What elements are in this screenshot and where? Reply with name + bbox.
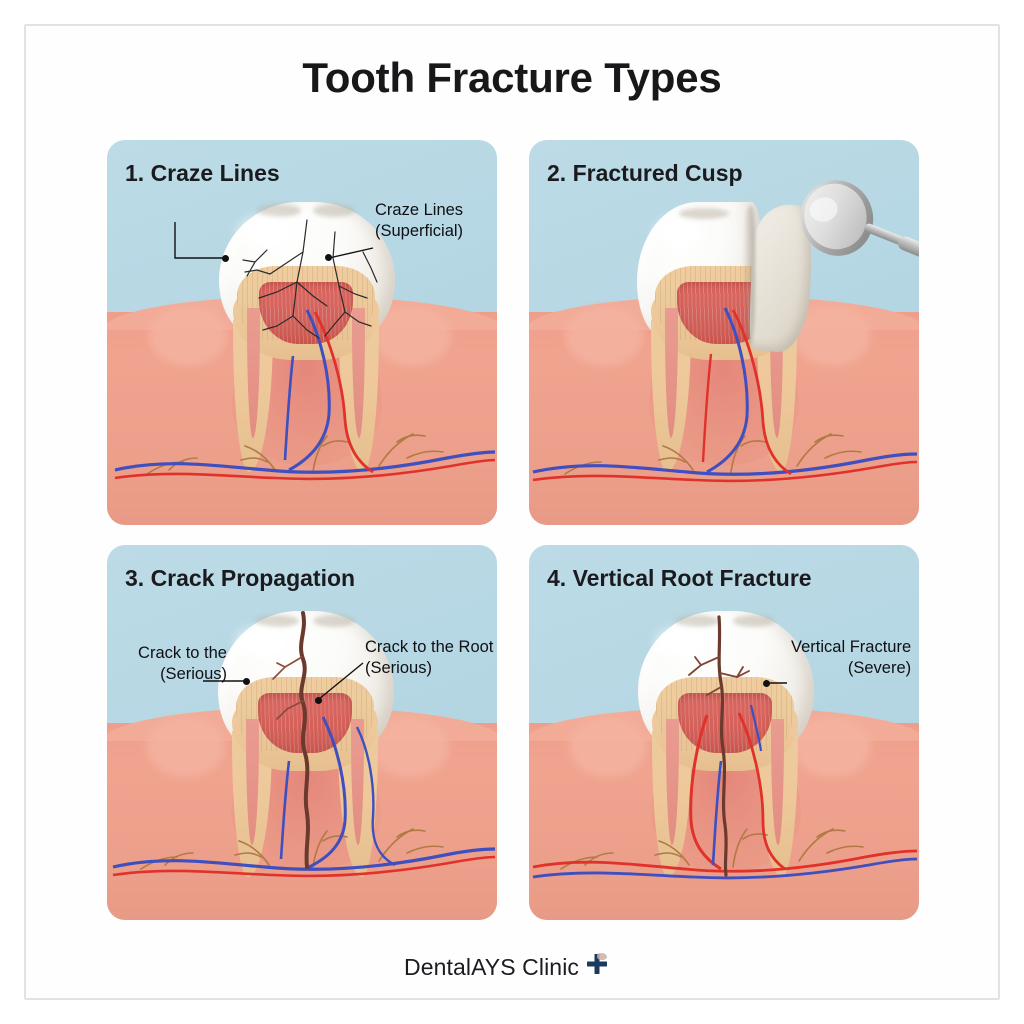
nerve-branches-2 xyxy=(564,433,862,475)
root-canal-right-3 xyxy=(351,719,364,845)
cusp-groove-2 xyxy=(679,208,729,219)
callout-line-1: Craze Lines xyxy=(375,201,464,219)
callout-anchor-4 xyxy=(763,680,770,687)
callout-left-line-2: (Serious) xyxy=(160,664,227,683)
gum-highlight-right-4 xyxy=(793,717,871,777)
pulp-chamber-1 xyxy=(259,282,353,344)
cusp-groove-2-1 xyxy=(313,204,355,217)
callout-leaders-3 xyxy=(203,662,364,700)
callout-crack-right: Crack to the Root (Serious) xyxy=(365,637,493,678)
blood-vessels-4 xyxy=(532,704,918,880)
gum-highlight-left-2 xyxy=(565,306,643,366)
root-canal-left-4 xyxy=(666,719,679,845)
callout-left-line-1: Crack to the xyxy=(138,644,227,662)
panel-title-3: 3. Crack Propagation xyxy=(125,565,356,591)
root-canal-right-1 xyxy=(352,308,365,438)
panel-title-2: 2. Fractured Cusp xyxy=(547,160,743,186)
root-canal-left-3 xyxy=(246,719,259,845)
callout-anchor-right-3 xyxy=(315,697,322,704)
cusp-groove-1 xyxy=(257,204,301,217)
panel-vertical-root-fracture[interactable]: 4. Vertical Root Fracture xyxy=(529,545,919,920)
root-canal-left-2 xyxy=(665,308,678,438)
callout-leader-right-1 xyxy=(174,222,374,259)
panel-crack-propagation[interactable]: 3. Crack Propagation xyxy=(107,545,497,920)
enamel-highlight-3 xyxy=(237,629,287,657)
vertical-fracture-overlay-4 xyxy=(688,615,750,877)
callout-line-2: (Superficial) xyxy=(375,221,464,240)
page-title: Tooth Fracture Types xyxy=(302,54,722,101)
callout-anchor-left-3 xyxy=(243,678,250,685)
gum-highlight-left-1 xyxy=(149,306,227,366)
panel-craze-lines[interactable]: 1. Craze Lines xyxy=(107,140,497,525)
cusp-groove-4a xyxy=(675,615,719,627)
blood-vessels-1 xyxy=(114,309,496,481)
callout-vertical-fracture: Vertical Fracture (Severe) xyxy=(791,637,911,678)
crack-propagation-overlay-3 xyxy=(272,611,310,869)
enamel-highlight-2 xyxy=(655,220,701,248)
panel-title-1: 1. Craze Lines xyxy=(125,160,280,186)
callout-vf-line-1: Vertical Fracture xyxy=(791,638,912,656)
root-canal-right-4 xyxy=(771,719,784,845)
callout-anchor-right-1 xyxy=(325,254,332,261)
craze-lines-overlay-1 xyxy=(242,219,378,339)
brand-speck-icon xyxy=(597,952,608,960)
callout-leader-4 xyxy=(769,682,787,684)
cusp-groove-3a xyxy=(255,615,299,627)
cusp-groove-3b xyxy=(313,615,355,627)
panel-fractured-cusp[interactable]: 2. Fractured Cusp xyxy=(529,140,919,525)
fracture-gap-2 xyxy=(743,206,755,346)
enamel-highlight-4 xyxy=(657,629,707,657)
dental-mirror-icon xyxy=(800,180,919,259)
root-canal-left-1 xyxy=(247,308,260,438)
panel-title-4: 4. Vertical Root Fracture xyxy=(547,565,812,591)
callout-vf-line-2: (Severe) xyxy=(847,658,912,677)
callout-crack-left: Crack to the (Serious) xyxy=(107,643,227,684)
blood-vessels-2 xyxy=(532,307,918,483)
footer: DentalAYS Clinic xyxy=(0,952,1024,983)
clinic-brand-name: DentalAYS Clinic xyxy=(403,954,580,980)
gum-highlight-left-4 xyxy=(569,717,647,777)
callout-right-line-1: Crack to the Root xyxy=(365,638,494,656)
callout-right-line-2: (Serious) xyxy=(365,658,432,677)
callout-anchor-left-1 xyxy=(222,255,229,262)
callout-craze-lines: Craze Lines (Superficial) xyxy=(375,200,463,241)
panel-grid: 1. Craze Lines xyxy=(107,140,919,920)
blood-vessels-3 xyxy=(112,716,496,878)
gum-highlight-left-3 xyxy=(147,717,225,777)
cusp-groove-4b xyxy=(733,615,775,627)
enamel-highlight-1 xyxy=(239,218,291,248)
gum-tissue-2 xyxy=(529,296,919,525)
